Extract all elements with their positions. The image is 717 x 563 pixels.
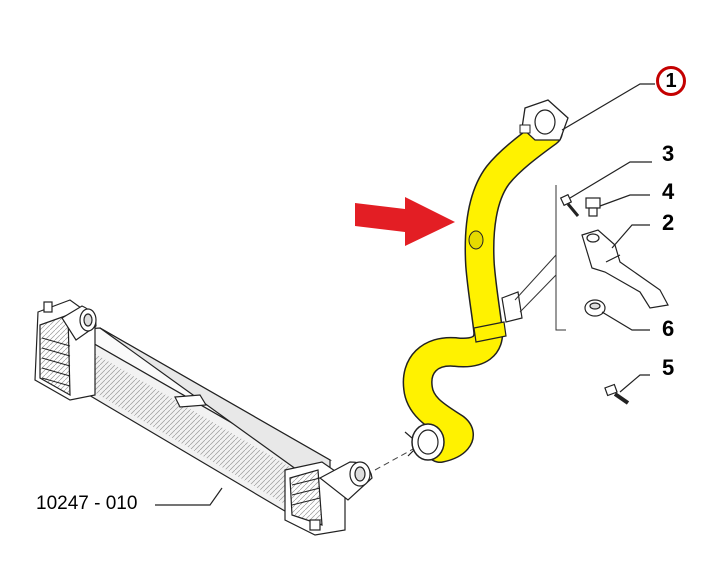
callout-part-1: 1 (656, 66, 686, 96)
callout-part-5: 5 (662, 355, 675, 380)
assembly-bracket-lines (514, 185, 566, 331)
grommet-part-6 (584, 299, 606, 317)
reference-part-number: 10247 - 010 (36, 493, 138, 514)
leader-lines (155, 83, 655, 506)
nut-part-4 (585, 197, 601, 217)
connection-dashed-line (374, 447, 416, 471)
callout-part-2: 2 (662, 210, 675, 235)
callout-part-4: 4 (662, 179, 675, 204)
callout-part-6: 6 (662, 316, 675, 341)
callout-part-3: 3 (662, 141, 675, 166)
bracket-part-2 (581, 229, 669, 309)
bolt-part-3 (559, 193, 580, 217)
intercooler (34, 299, 373, 536)
indicator-arrow (355, 197, 455, 246)
hose-part-1 (402, 99, 569, 463)
bolt-part-5 (604, 383, 630, 405)
